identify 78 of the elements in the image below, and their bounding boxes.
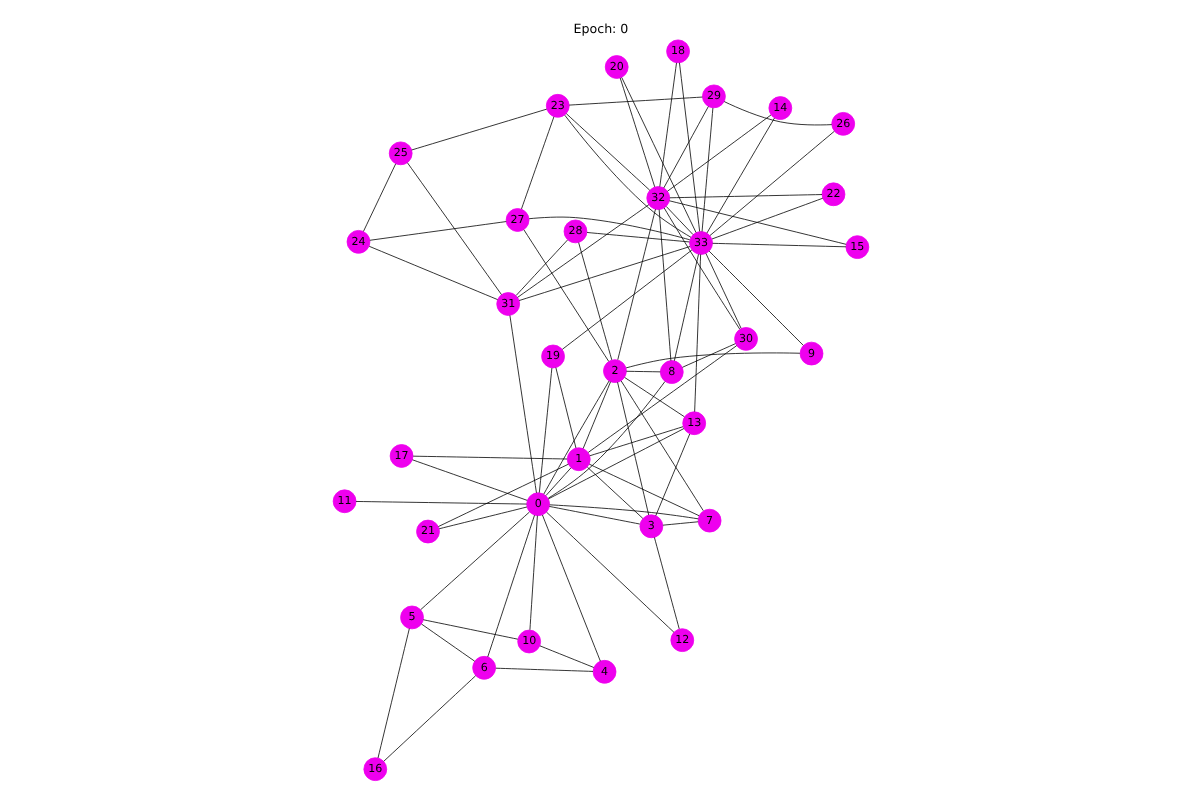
connector (567, 96, 702, 106)
connector (616, 208, 655, 361)
connector (420, 623, 475, 662)
connector (548, 504, 698, 520)
connector (662, 106, 708, 189)
connector (437, 506, 527, 530)
connector (711, 242, 846, 248)
connector (619, 380, 703, 512)
connector (486, 514, 534, 658)
connector (657, 209, 671, 362)
connector (678, 62, 700, 232)
connector (710, 197, 823, 240)
connector (563, 114, 691, 238)
connector (528, 515, 537, 631)
connector (668, 200, 846, 245)
connector (516, 204, 649, 298)
connector (354, 501, 526, 505)
connector (700, 107, 713, 232)
connector (545, 511, 674, 633)
connector (586, 345, 737, 453)
connector (693, 254, 700, 413)
connector (707, 250, 803, 346)
connector (367, 245, 497, 300)
connector (708, 130, 834, 236)
connector (368, 221, 506, 241)
connector (668, 194, 822, 199)
connector (560, 249, 692, 350)
connector (421, 619, 518, 640)
connector (623, 377, 684, 418)
connector (704, 253, 741, 329)
connector (661, 521, 698, 526)
connector (664, 206, 693, 235)
connector (616, 381, 649, 516)
connector (538, 645, 594, 668)
connector (581, 381, 610, 449)
connector (548, 506, 640, 525)
connector (406, 162, 501, 295)
connector (681, 343, 735, 368)
connector (585, 232, 689, 243)
connector (625, 370, 660, 373)
connector (419, 511, 529, 610)
connector (658, 62, 676, 187)
connector (376, 628, 409, 759)
connector (542, 380, 609, 495)
connector (546, 381, 665, 499)
connector (620, 77, 696, 233)
connector (544, 467, 571, 496)
connector (537, 367, 552, 494)
connector (588, 426, 683, 457)
connector (554, 367, 576, 449)
connector (587, 463, 699, 517)
connector (564, 113, 650, 191)
connector (618, 77, 655, 188)
connector (666, 114, 771, 192)
connector (577, 242, 612, 361)
connector (541, 514, 600, 662)
connector (411, 455, 567, 460)
connector (722, 101, 832, 126)
connector (653, 537, 679, 630)
connector (520, 116, 554, 210)
connector (522, 229, 609, 362)
connector (517, 246, 690, 301)
connector (662, 207, 740, 330)
connector (437, 463, 568, 527)
connector (411, 459, 527, 501)
connector (362, 163, 396, 232)
connector (547, 428, 684, 500)
connector (508, 315, 536, 494)
connector (410, 108, 547, 151)
connector (672, 253, 698, 362)
connector (705, 117, 774, 234)
connector (382, 675, 475, 762)
connector (654, 433, 690, 517)
connector (514, 239, 567, 296)
connector (527, 216, 690, 241)
connector (494, 667, 593, 672)
connector (624, 352, 800, 369)
connector (586, 466, 643, 519)
